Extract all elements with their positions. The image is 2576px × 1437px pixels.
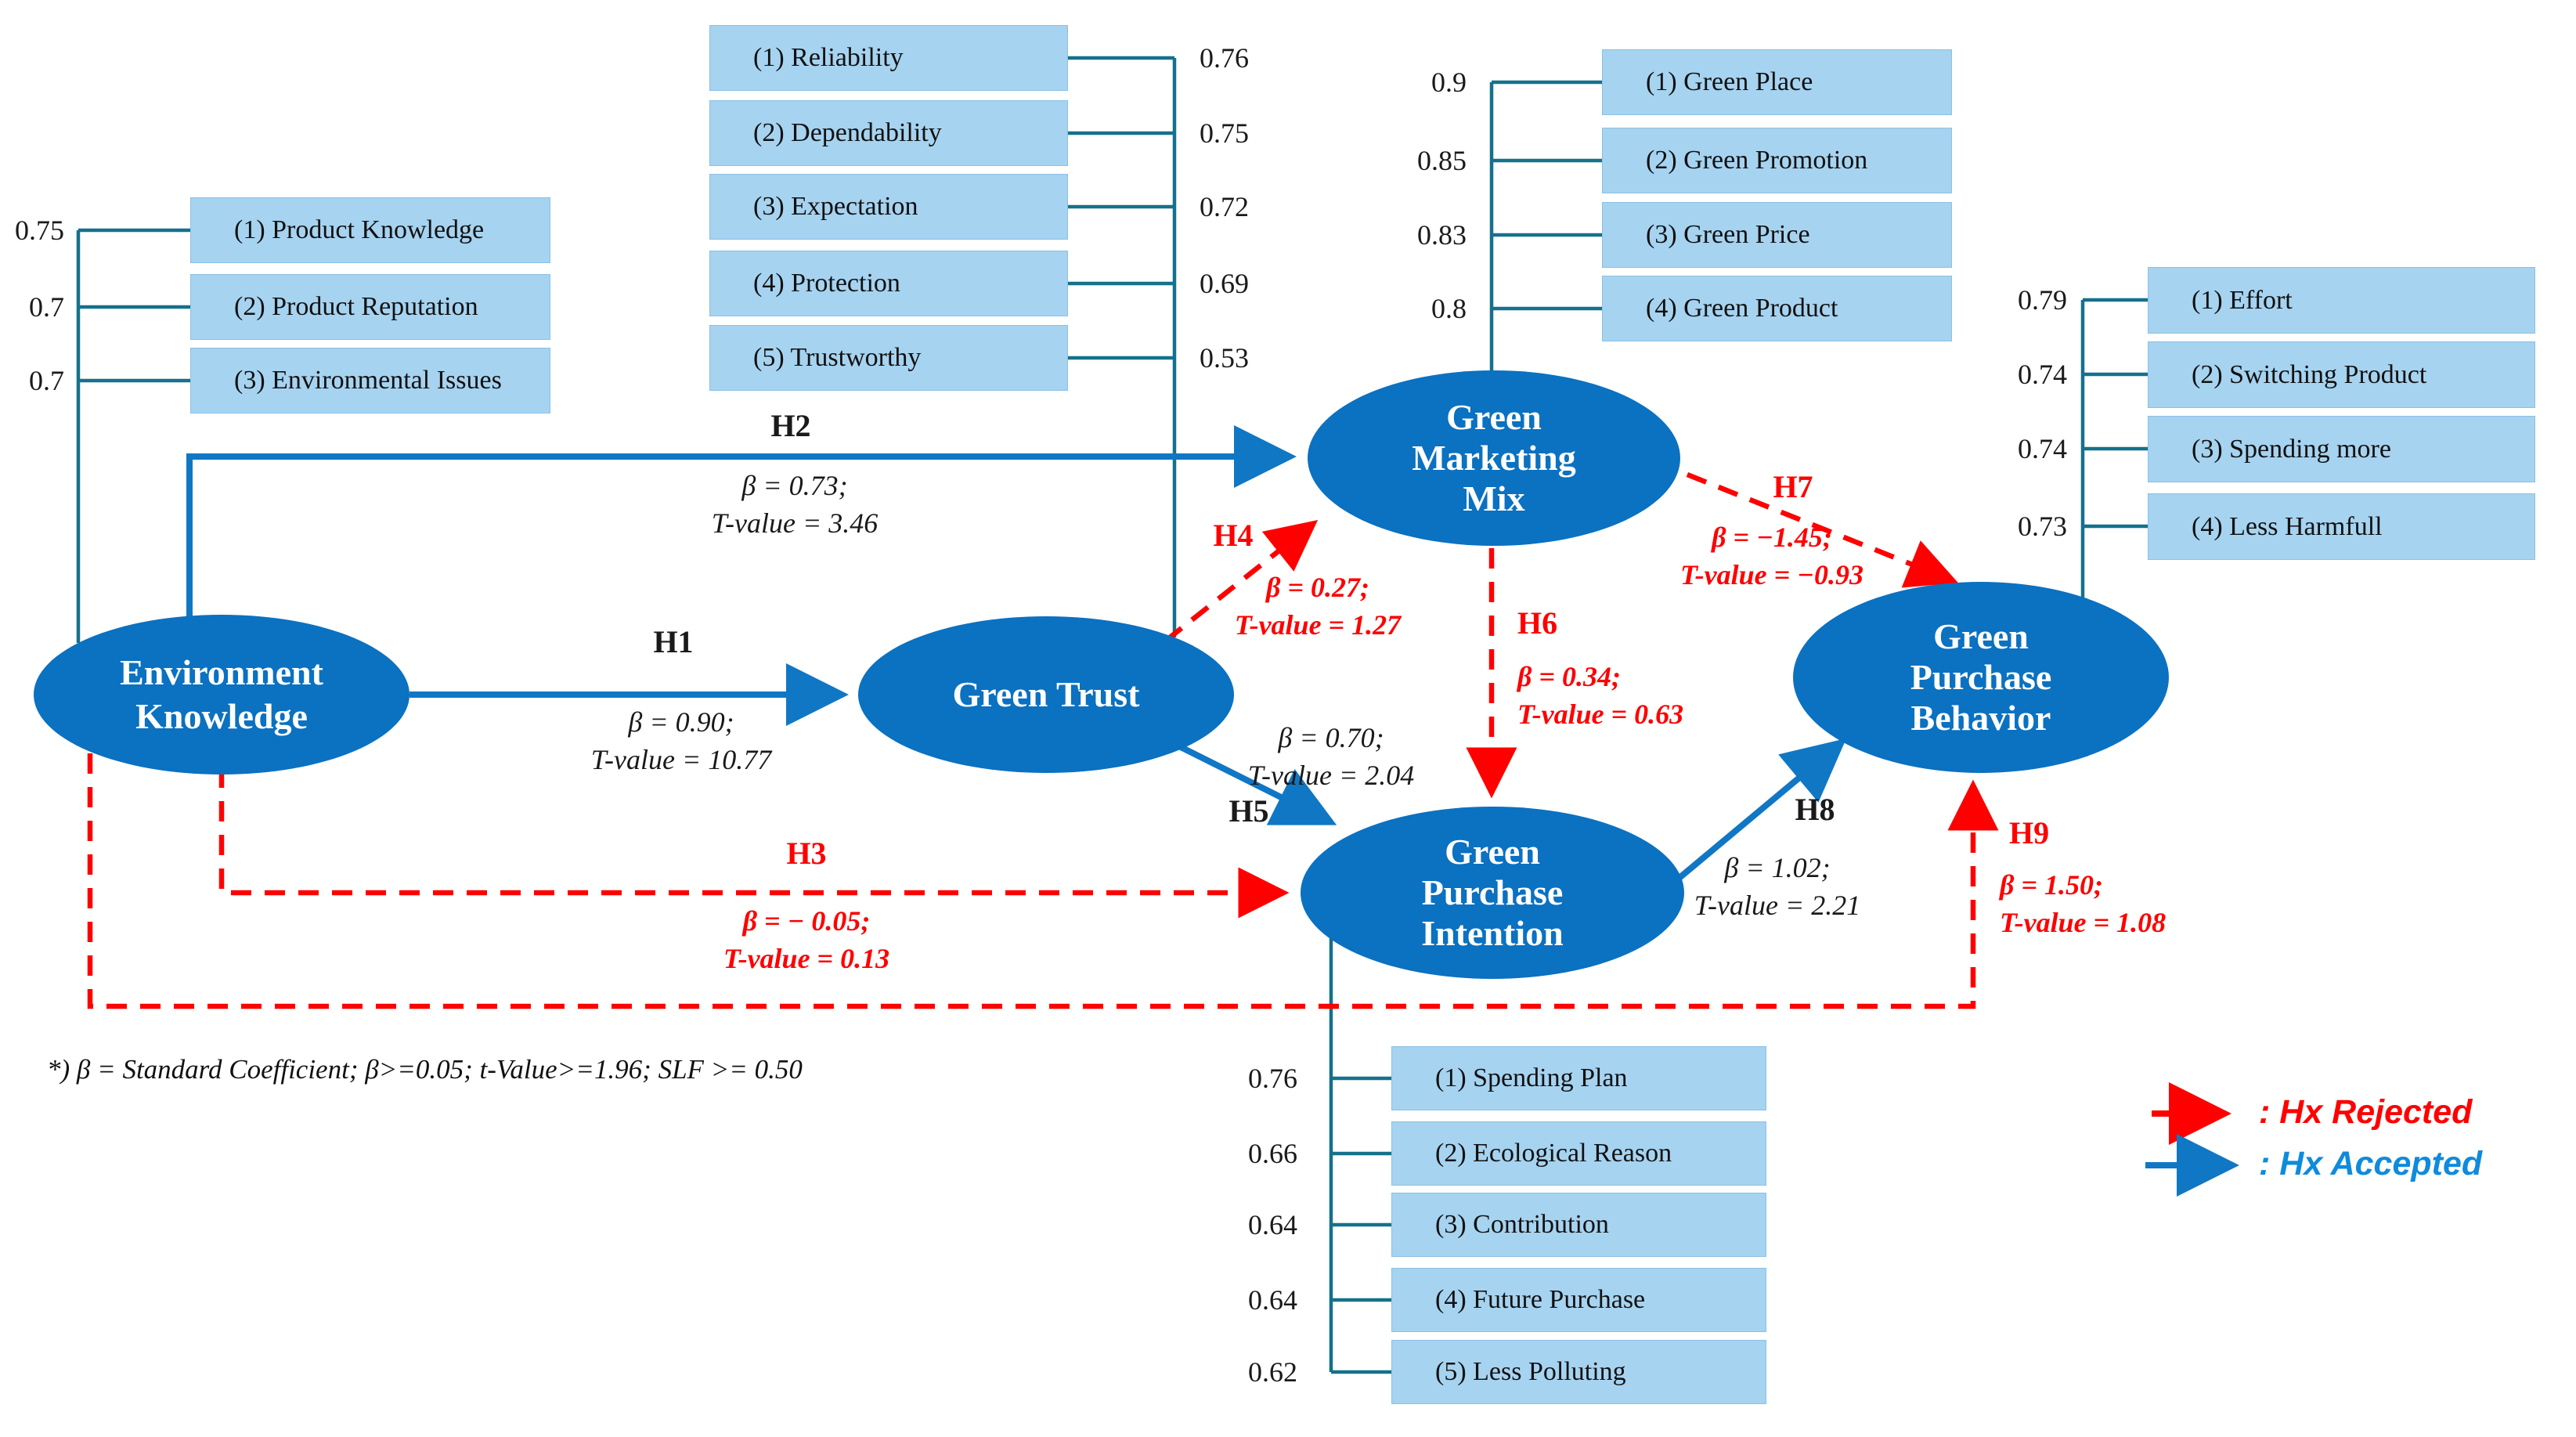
h4-tvalue: T-value = 1.27 — [1234, 609, 1402, 641]
indicator-box: (1) Green Place — [1602, 49, 1952, 115]
indicator-box: (5) Trustworthy — [709, 325, 1068, 391]
construct-green-marketing-mix: Green Marketing Mix — [1308, 370, 1680, 546]
construct-green-purchase-intention: Green Purchase Intention — [1301, 807, 1684, 979]
legend-rejected-label: : Hx Rejected — [2259, 1093, 2473, 1131]
hypothesis-h4-label: H4 — [1213, 518, 1254, 553]
hypothesis-h8-label: H8 — [1795, 792, 1835, 827]
loading-value: 0.53 — [1200, 342, 1249, 374]
h8-beta: β = 1.02; — [1724, 852, 1831, 883]
hypothesis-h1-label: H1 — [653, 624, 694, 659]
loading-value: 0.7 — [29, 291, 64, 323]
indicator-bracket-green-trust — [1068, 56, 1177, 637]
hypothesis-h5-values: β = 0.70; T-value = 2.04 — [1151, 719, 1511, 794]
hypothesis-h2-label: H2 — [770, 408, 811, 443]
h5-tvalue: T-value = 2.04 — [1247, 760, 1415, 791]
h7-tvalue: T-value = −0.93 — [1680, 559, 1863, 590]
h6-tvalue: T-value = 0.63 — [1517, 699, 1684, 730]
construct-green-trust: Green Trust — [858, 616, 1234, 773]
hypothesis-h7-values: β = −1.45; T-value = −0.93 — [1596, 518, 1948, 594]
hypothesis-h4-values: β = 0.27; T-value = 1.27 — [1142, 569, 1494, 644]
h2-tvalue: T-value = 3.46 — [711, 507, 879, 539]
indicator-box: (2) Product Reputation — [190, 274, 550, 340]
indicator-box: (4) Protection — [709, 251, 1068, 316]
legend-accepted-label: : Hx Accepted — [2259, 1145, 2483, 1182]
construct-green-purchase-behavior: Green Purchase Behavior — [1793, 582, 2169, 773]
loading-value: 0.8 — [1431, 293, 1467, 324]
loading-value: 0.75 — [1200, 117, 1249, 149]
hypothesis-h6-values: β = 0.34; T-value = 0.63 — [1517, 658, 1846, 733]
indicator-box: (3) Spending more — [2148, 416, 2535, 482]
indicator-box: (1) Reliability — [709, 25, 1068, 91]
h4-beta: β = 0.27; — [1266, 572, 1369, 603]
hypothesis-h2-values: β = 0.73; T-value = 3.46 — [619, 467, 971, 542]
loading-value: 0.74 — [2018, 433, 2067, 464]
indicator-box: (1) Product Knowledge — [190, 197, 550, 263]
loading-value: 0.83 — [1417, 219, 1467, 251]
indicator-box: (1) Spending Plan — [1391, 1046, 1766, 1110]
indicator-box: (3) Green Price — [1602, 202, 1952, 268]
hypothesis-h1-values: β = 0.90; T-value = 10.77 — [501, 703, 861, 778]
h8-arrow — [1673, 738, 1847, 884]
indicator-box: (3) Expectation — [709, 174, 1068, 240]
indicator-bracket-green-marketing-mix — [1489, 80, 1602, 374]
indicator-box: (2) Ecological Reason — [1391, 1121, 1766, 1186]
footnote: *) β = Standard Coefficient; β>=0.05; t-… — [47, 1054, 803, 1085]
indicator-box: (2) Switching Product — [2148, 341, 2535, 408]
h2-arrow — [186, 425, 1297, 626]
loading-value: 0.72 — [1200, 191, 1249, 222]
indicator-box: (5) Less Polluting — [1391, 1340, 1766, 1404]
indicator-box: (4) Less Harmfull — [2148, 493, 2535, 560]
loading-value: 0.73 — [2018, 511, 2067, 542]
h3-arrow — [218, 767, 1290, 919]
loading-value: 0.66 — [1248, 1138, 1297, 1169]
h6-beta: β = 0.34; — [1517, 661, 1621, 692]
hypothesis-h9-values: β = 1.50; T-value = 1.08 — [2000, 866, 2336, 941]
loading-value: 0.64 — [1248, 1209, 1297, 1240]
hypothesis-h3-label: H3 — [786, 836, 827, 871]
h9-arrow — [87, 753, 1999, 1009]
indicator-box: (3) Environmental Issues — [190, 348, 550, 413]
indicator-box: (2) Green Promotion — [1602, 128, 1952, 193]
h8-tvalue: T-value = 2.21 — [1694, 890, 1861, 921]
indicator-box: (1) Effort — [2148, 267, 2535, 334]
loading-value: 0.79 — [2018, 284, 2067, 316]
h7-arrow — [1654, 459, 1959, 588]
h1-tvalue: T-value = 10.77 — [590, 744, 772, 775]
hypothesis-h7-label: H7 — [1773, 469, 1813, 504]
h9-beta: β = 1.50; — [2000, 869, 2103, 901]
loading-value: 0.9 — [1431, 67, 1467, 98]
h2-beta: β = 0.73; — [741, 470, 848, 501]
indicator-box: (2) Dependability — [709, 100, 1068, 166]
hypothesis-h3-values: β = − 0.05; T-value = 0.13 — [626, 902, 987, 977]
hypothesis-h6-label: H6 — [1517, 605, 1558, 641]
indicator-bracket-green-purchase-behavior — [2080, 298, 2148, 601]
h3-beta: β = − 0.05; — [742, 905, 871, 937]
indicator-bracket-green-purchase-intention — [1329, 936, 1391, 1374]
construct-environment-knowledge: Environment Knowledge — [34, 615, 409, 774]
loading-value: 0.7 — [29, 365, 64, 396]
loading-value: 0.75 — [15, 215, 64, 246]
h5-beta: β = 0.70; — [1278, 722, 1384, 753]
h1-beta: β = 0.90; — [628, 706, 734, 738]
loading-value: 0.69 — [1200, 268, 1249, 299]
loading-value: 0.85 — [1417, 145, 1467, 176]
h7-beta: β = −1.45; — [1712, 522, 1832, 553]
hypothesis-h8-values: β = 1.02; T-value = 2.21 — [1597, 849, 1957, 924]
loading-value: 0.64 — [1248, 1284, 1297, 1316]
loading-value: 0.76 — [1200, 42, 1249, 74]
h9-tvalue: T-value = 1.08 — [2000, 907, 2167, 938]
hypothesis-h5-label: H5 — [1228, 793, 1269, 829]
hypothesis-h9-label: H9 — [2009, 815, 2050, 850]
h3-tvalue: T-value = 0.13 — [723, 943, 890, 974]
indicator-box: (3) Contribution — [1391, 1193, 1766, 1257]
indicator-bracket-environment-knowledge — [76, 228, 190, 643]
loading-value: 0.74 — [2018, 359, 2067, 390]
loading-value: 0.62 — [1248, 1356, 1297, 1388]
indicator-box: (4) Green Product — [1602, 276, 1952, 341]
indicator-box: (4) Future Purchase — [1391, 1268, 1766, 1332]
loading-value: 0.76 — [1248, 1063, 1297, 1094]
